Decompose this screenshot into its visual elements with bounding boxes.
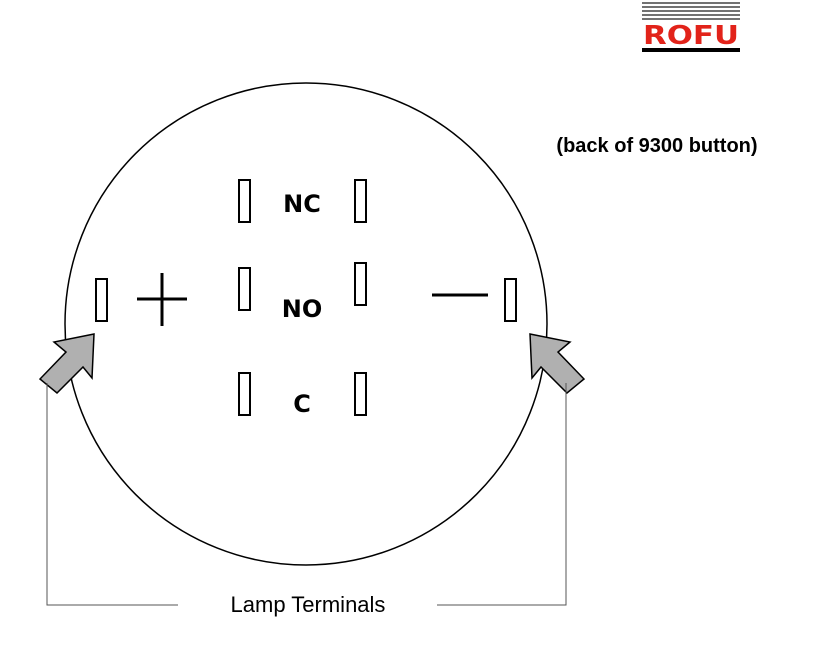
logo-wordmark: ROFU — [643, 21, 739, 51]
logo-underline — [642, 48, 740, 52]
right-arrow-icon — [529, 333, 586, 395]
terminal-no-left — [238, 267, 251, 311]
lamp-terminal-right — [504, 278, 517, 322]
lamp-terminals-label: Lamp Terminals — [231, 592, 386, 617]
callout-bracket — [46, 383, 567, 606]
terminal-label-nc: NC — [283, 190, 321, 218]
lamp-terminal-left — [95, 278, 108, 322]
left-arrow-icon — [38, 333, 95, 395]
terminal-nc-right — [354, 179, 367, 223]
terminal-label-no: NO — [282, 295, 323, 323]
terminal-c-right — [354, 372, 367, 416]
terminal-c-left — [238, 372, 251, 416]
logo-stripes — [642, 2, 740, 20]
terminal-label-c: C — [293, 390, 311, 418]
positive-sign — [137, 273, 187, 326]
terminal-nc-left — [238, 179, 251, 223]
button-body-outline — [64, 82, 548, 566]
terminal-no-right — [354, 262, 367, 306]
rofu-logo: ROFU — [642, 2, 740, 52]
diagram-caption: (back of 9300 button) — [556, 135, 757, 157]
